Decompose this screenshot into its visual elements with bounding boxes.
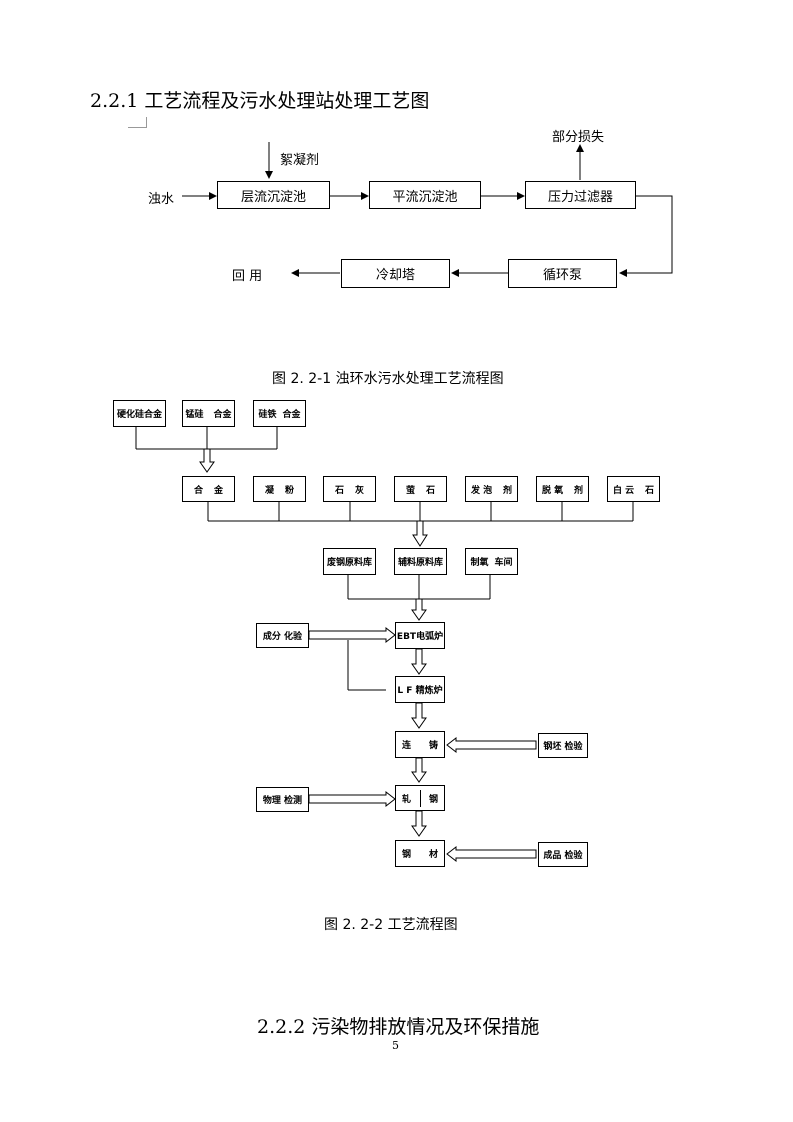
flocculant-label: 絮凝剂 [280,153,320,168]
cooling-tower-box: 冷却塔 [341,259,450,288]
input-turbid-water-label: 浊水 [148,192,175,207]
corner-mark [128,117,147,128]
flat-settling-tank-box: 平流沉淀池 [369,181,481,209]
steel-product-box: 钢材 [395,840,445,867]
partial-loss-label: 部分损失 [552,130,605,145]
pressure-filter-box: 压力过滤器 [525,181,636,209]
composition-analysis-box: 成分 化验 [256,623,309,648]
laminar-settling-tank-box: 层流沉淀池 [217,181,330,209]
product-inspection-box: 成品 检验 [538,842,588,867]
raw-material-box: 硅铁合金 [253,400,306,427]
material-box: 石灰 [323,476,376,502]
oxygen-plant-box: 制氧车间 [465,548,518,575]
billet-inspection-box: 钢坯 检验 [538,733,588,758]
page-number: 5 [392,1039,399,1052]
material-box: 合金 [182,476,235,502]
raw-material-box: 锰硅合金 [182,400,235,427]
material-box: 白 云石 [607,476,660,502]
reuse-label: 回 用 [232,269,263,284]
ebt-furnace-box: EBT电弧炉 [395,622,445,649]
physical-test-box: 物理 检测 [256,787,309,812]
material-box: 凝粉 [253,476,306,502]
auxiliary-storage-box: 辅料原料库 [394,548,447,575]
material-box: 发 泡剂 [465,476,518,502]
section-title-process-flow: 2.2.1 工艺流程及污水处理站处理工艺图 [90,90,430,112]
rolling-box: 轧钢 [395,785,445,811]
rolling-divider [419,789,421,807]
section-title-pollutant-emissions: 2.2.2 污染物排放情况及环保措施 [257,1016,540,1038]
raw-material-box: 硬化硅合金 [113,400,166,427]
lf-furnace-box: L F 精炼炉 [395,676,445,703]
fig2-caption: 图 2. 2-2 工艺流程图 [324,917,458,933]
scrap-storage-box: 废钢原料库 [323,548,376,575]
continuous-casting-box: 连铸 [395,731,445,758]
material-box: 萤石 [394,476,447,502]
material-box: 脱 氧剂 [536,476,589,502]
fig1-caption: 图 2. 2-1 浊环水污水处理工艺流程图 [272,371,504,387]
circulation-pump-box: 循环泵 [508,259,617,288]
